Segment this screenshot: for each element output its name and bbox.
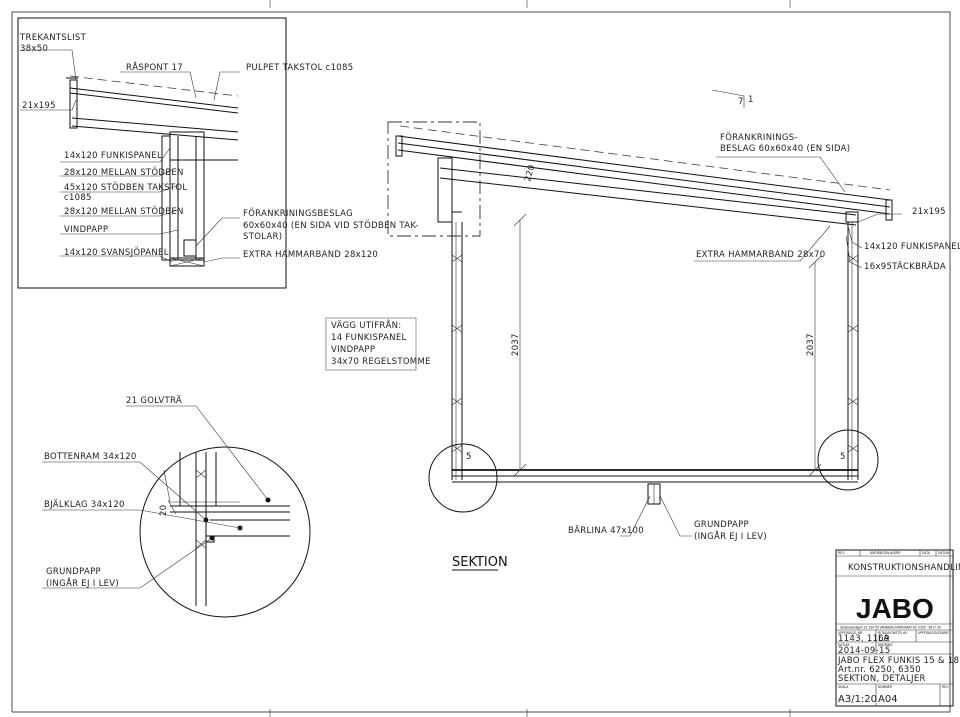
- tb-uppdrag-label: UPPDRAGS. NR: [838, 631, 863, 635]
- label-stodben-takstol-cc: c1085: [64, 193, 92, 203]
- label-dim-20: 20: [159, 505, 169, 516]
- label-trekantslist-size: 38x50: [20, 44, 48, 54]
- tb-rev-label: REV: [942, 685, 949, 689]
- tb-nummer: A04: [878, 694, 898, 705]
- tb-project-2: Art.nr. 6250, 6350: [838, 665, 921, 675]
- tb-andringen-header: ÄNDRINGEN AVSER: [870, 551, 901, 555]
- title-block: [835, 549, 954, 707]
- label-grundpapp-right-2: (INGÅR EJ I LEV): [694, 530, 767, 542]
- tb-datum-header: DATA: [922, 551, 931, 555]
- label-bottenram: BOTTENRAM 34x120: [44, 452, 137, 462]
- label-slope-1: 1: [748, 95, 754, 105]
- label-tackbrada: 16x95TÄCKBRÄDA: [864, 261, 946, 272]
- tb-datum-label: DATUM: [838, 643, 849, 647]
- label-raspont: RÅSPONT 17: [126, 61, 183, 73]
- label-vagg-4: 34x70 REGELSTOMME: [331, 357, 431, 367]
- label-funkispanel-left: 14x120 FUNKISPANEL: [64, 151, 162, 161]
- label-vagg-2: 14 FUNKISPANEL: [331, 333, 407, 343]
- label-trekantslist: TREKANTSLIST: [19, 33, 87, 43]
- label-svansjopanel: 14x120 SVANSJÖPANEL: [64, 247, 169, 258]
- label-grundpapp-left-2: (INGÅR EJ I LEV): [46, 577, 119, 589]
- label-balklag: BJÄLKLAG 34x120: [44, 499, 125, 510]
- label-dim-5-right: 5: [840, 452, 846, 462]
- main-section: [163, 89, 902, 537]
- label-forankringsbeslag-1: FÖRANKRININGSBESLAG: [243, 208, 353, 219]
- label-stodben-takstol: 45x120 STÖDBEN TAKSTOL: [64, 182, 187, 193]
- label-extra-hammarband-left: EXTRA HAMMARBAND 28x120: [243, 250, 378, 260]
- tb-nummer-label: NUMMER: [878, 685, 893, 689]
- tb-skala-label: SKALA: [838, 685, 849, 689]
- tb-project-1: JABO FLEX FUNKIS 15 & 18,4: [837, 656, 960, 666]
- tb-ritad-label: RITAD/KONSTR. AV: [878, 631, 908, 635]
- label-dim-5-left: 5: [466, 452, 472, 462]
- tb-andring-label: ÄNDRING: [878, 643, 893, 647]
- label-golvtra: 21 GOLVTRÄ: [126, 395, 182, 406]
- tb-ritad: LA: [878, 634, 889, 644]
- tb-project-3: SEKTION, DETALJER: [838, 674, 926, 684]
- annotations: TREKANTSLIST 38x50 RÅSPONT 17 PULPET TAK…: [19, 33, 960, 705]
- label-vagg-1: VÄGG UTIFRÅN:: [331, 319, 401, 331]
- label-vagg-3: VINDPAPP: [331, 345, 375, 355]
- drawing-frame: [11, 11, 951, 713]
- label-dim-2037-left: 2037: [511, 333, 521, 356]
- label-sektion: SEKTION: [452, 555, 508, 570]
- label-grundpapp-right-1: GRUNDPAPP: [694, 520, 749, 530]
- tb-uppdragsledare-label: UPPDRAGSLEDARE: [918, 631, 949, 635]
- tb-address: Gislavedsvägen 14, 514 50 VARBERG/VÄRNAM…: [840, 626, 941, 630]
- label-forankringsbeslag-2: 60x60x40 (EN SIDA VID STÖDBEN TAK-: [243, 220, 419, 231]
- label-forankrings-right-2: BESLAG 60x60x40 (EN SIDA): [720, 144, 850, 154]
- label-21x195-left: 21x195: [22, 101, 56, 111]
- label-funkispanel-right: 14x120 FUNKISPANEL: [864, 242, 960, 252]
- tb-datum-header-2: DATUM: [938, 551, 949, 555]
- label-forankrings-right-1: FÖRANKRININGS-: [720, 132, 798, 143]
- tb-skala: A3/1:20: [838, 694, 877, 705]
- label-extra-hammarband-right: EXTRA HAMMARBAND 28x70: [696, 250, 825, 260]
- label-vindpapp: VINDPAPP: [64, 225, 108, 235]
- roof-eave-detail: [17, 17, 287, 289]
- label-pulpet: PULPET TAKSTOL c1085: [246, 63, 353, 73]
- label-dim-220: 220: [523, 164, 537, 183]
- tb-datum: 2014-09-15: [838, 646, 890, 656]
- label-forankringsbeslag-3: STOLAR): [243, 232, 282, 242]
- floor-detail-circle: [42, 405, 311, 618]
- jabo-logo: JABO: [856, 593, 934, 624]
- label-grundpapp-left-1: GRUNDPAPP: [46, 567, 101, 577]
- label-slope-7: 7: [738, 97, 744, 107]
- label-21x195-right: 21x195: [912, 207, 946, 217]
- tb-konstruktion: KONSTRUKTIONSHANDLING: [848, 563, 960, 573]
- label-mellan-stodben-2: 28x120 MELLAN STÖDBEN: [64, 206, 184, 217]
- label-barlina: BÄRLINA 47x100: [568, 525, 644, 536]
- tb-rev-header: REV: [838, 551, 845, 555]
- label-mellan-stodben-1: 28x120 MELLAN STÖDBEN: [64, 167, 184, 178]
- tb-uppdrag-nr: 1143, 1169: [838, 634, 890, 644]
- label-dim-2037-right: 2037: [806, 333, 816, 356]
